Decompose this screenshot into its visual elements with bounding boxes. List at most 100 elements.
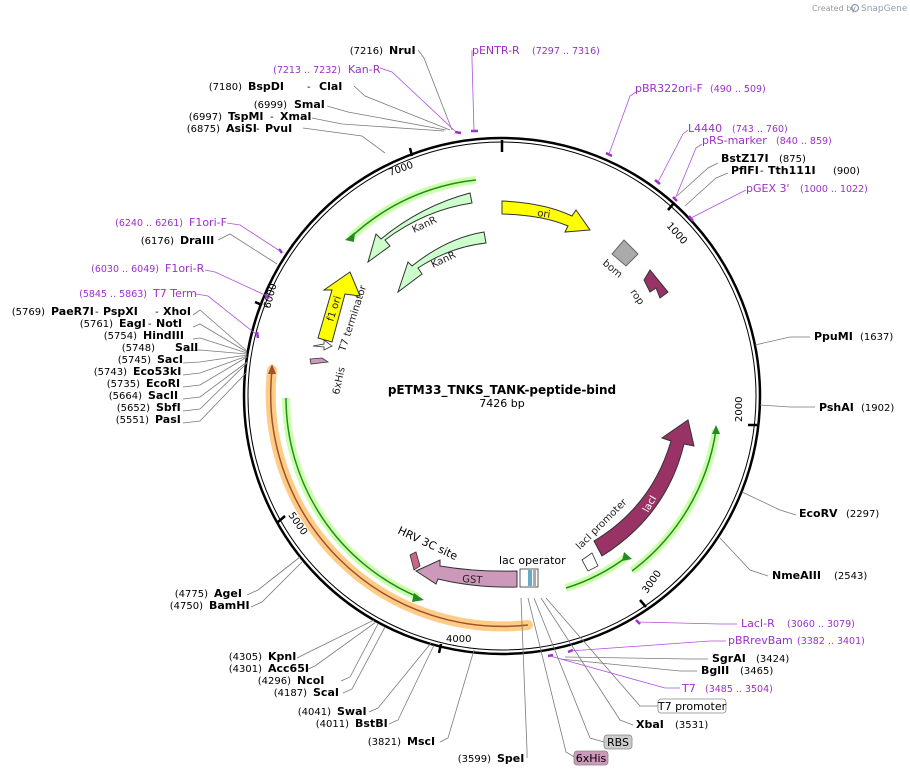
- primer-name: Kan-R: [348, 63, 381, 76]
- enzyme-pos: (6999): [254, 100, 287, 111]
- enzyme-name: Eco53kI: [133, 365, 181, 378]
- enzyme-pos: (6176): [141, 236, 174, 247]
- left-orf-arrowhead: [412, 593, 424, 602]
- rop-label: rop: [628, 287, 646, 307]
- enzyme-name: PshAI: [819, 401, 854, 414]
- enzyme-pos: (4011): [316, 719, 349, 730]
- enzyme-name: BstZ17I: [721, 152, 769, 165]
- svg-text:-: -: [95, 307, 99, 318]
- enzyme-pos: (2297): [846, 509, 879, 520]
- orange-orf-line: [269, 369, 529, 628]
- enzyme-name: AgeI: [214, 587, 242, 600]
- credit-prefix: Created by: [812, 4, 856, 13]
- enzyme-name: HindIII: [143, 329, 184, 342]
- primer-range: (6240 .. 6261): [115, 218, 183, 229]
- primer-range: (7297 .. 7316): [532, 46, 600, 57]
- primer-name: LacI-R: [741, 617, 775, 630]
- enzyme-name: ClaI: [319, 80, 342, 93]
- enzyme-pos: (4296): [258, 676, 291, 687]
- bom-feature: [611, 239, 639, 267]
- ori-label: ori: [537, 208, 551, 221]
- primer-range: (3485 .. 3504): [705, 684, 773, 695]
- bottom-orf-glow: [564, 552, 631, 592]
- enzyme-pos: (3599): [458, 754, 491, 765]
- laci-feature: [593, 419, 695, 557]
- rop-feature: [643, 269, 669, 299]
- t7-promoter-box: [657, 698, 727, 714]
- primer-marks: [255, 129, 694, 658]
- primer-name: pBR322ori-F: [635, 82, 703, 95]
- primer-range: (490 .. 509): [710, 84, 766, 95]
- enzyme-name: SgrAI: [712, 652, 746, 665]
- enzyme-pos: (5745): [118, 355, 151, 366]
- top-orf-line: [349, 179, 477, 239]
- f1-ori-feature: [317, 271, 361, 343]
- primer-name: F1ori-F: [189, 216, 227, 229]
- enzyme-name: TspMI: [228, 110, 264, 123]
- tick-3000: 3000: [640, 569, 664, 596]
- enzyme-name: BstBI: [355, 717, 388, 730]
- enzyme-leaders: [182, 49, 815, 758]
- t7-promoter-leader: [545, 597, 658, 707]
- enzyme-pos: (3821): [368, 737, 401, 748]
- enzyme-name: BspDI: [248, 80, 284, 93]
- svg-text:-: -: [148, 319, 152, 330]
- primer-range: (6030 .. 6049): [91, 264, 159, 275]
- primer-name: T7 Term: [152, 287, 197, 300]
- enzyme-pos: (3465): [740, 666, 773, 677]
- primer-leaders: [195, 50, 747, 689]
- primer-labels: (7213 .. 7232) Kan-R pENTR-R (7297 .. 73…: [79, 44, 868, 695]
- enzyme-pos: (7216): [350, 46, 383, 57]
- enzyme-pos: (4041): [298, 707, 331, 718]
- t7-promoter-label: T7 promoter: [657, 700, 727, 713]
- rbs-leader: [533, 597, 605, 743]
- enzyme-pos: (5735): [107, 379, 140, 390]
- primer-name: F1ori-R: [165, 262, 205, 275]
- right-orf-arrowhead: [712, 425, 720, 434]
- svg-text:-: -: [270, 112, 274, 123]
- bottom-orf-arrowhead: [622, 552, 632, 561]
- enzyme-name: SalI: [175, 341, 198, 354]
- enzyme-pos: (2543): [834, 571, 867, 582]
- enzyme-pos: (5748): [122, 343, 155, 354]
- kanr-feature-1: [367, 192, 473, 264]
- t7-terminator-feature: [312, 339, 333, 351]
- enzyme-pos: (875): [779, 154, 806, 165]
- enzyme-pos: (5754): [104, 331, 137, 342]
- enzyme-name: EcoRV: [799, 507, 838, 520]
- top-orf-arrowhead: [345, 232, 355, 242]
- enzyme-name: EagI: [119, 317, 146, 330]
- left-orf-line: [285, 397, 419, 598]
- enzyme-pos: (1902): [861, 403, 894, 414]
- primer-name: L4440: [688, 122, 722, 135]
- enzyme-name: SacI: [157, 353, 183, 366]
- enzyme-pos: (5743): [94, 367, 127, 378]
- enzyme-pos: (4187): [274, 688, 307, 699]
- plasmid-size: 7426 bp: [479, 397, 524, 410]
- enzyme-pos: (6997): [189, 112, 222, 123]
- enzyme-name: NcoI: [297, 674, 324, 687]
- enzyme-name: NruI: [389, 44, 416, 57]
- enzyme-name: DraIII: [180, 234, 214, 247]
- svg-text:-: -: [256, 124, 260, 135]
- lac-operator-inner-b: [533, 570, 536, 586]
- enzyme-pos: (4305): [229, 652, 262, 663]
- credit-brand: SnapGene: [861, 4, 908, 14]
- tick-6000: 6000: [262, 282, 279, 309]
- primer-range: (1000 .. 1022): [800, 184, 868, 195]
- enzyme-pos: (1637): [860, 332, 893, 343]
- enzyme-name: PpuMI: [814, 330, 853, 343]
- enzyme-name: PaeR7I: [51, 305, 94, 318]
- enzyme-pos: (900): [833, 166, 860, 177]
- primer-range: (5845 .. 5863): [79, 289, 147, 300]
- enzyme-name: PvuI: [265, 122, 292, 135]
- rbs-box: [603, 734, 633, 750]
- primer-name: pBRrevBam: [728, 634, 793, 647]
- primer-name: pRS-marker: [702, 134, 767, 147]
- his6-label: 6xHis: [576, 752, 607, 765]
- his6-box-leader: [527, 597, 577, 759]
- enzyme-name: BglII: [701, 664, 729, 677]
- his6-top-feature: [309, 357, 330, 365]
- right-orf-line: [631, 429, 717, 572]
